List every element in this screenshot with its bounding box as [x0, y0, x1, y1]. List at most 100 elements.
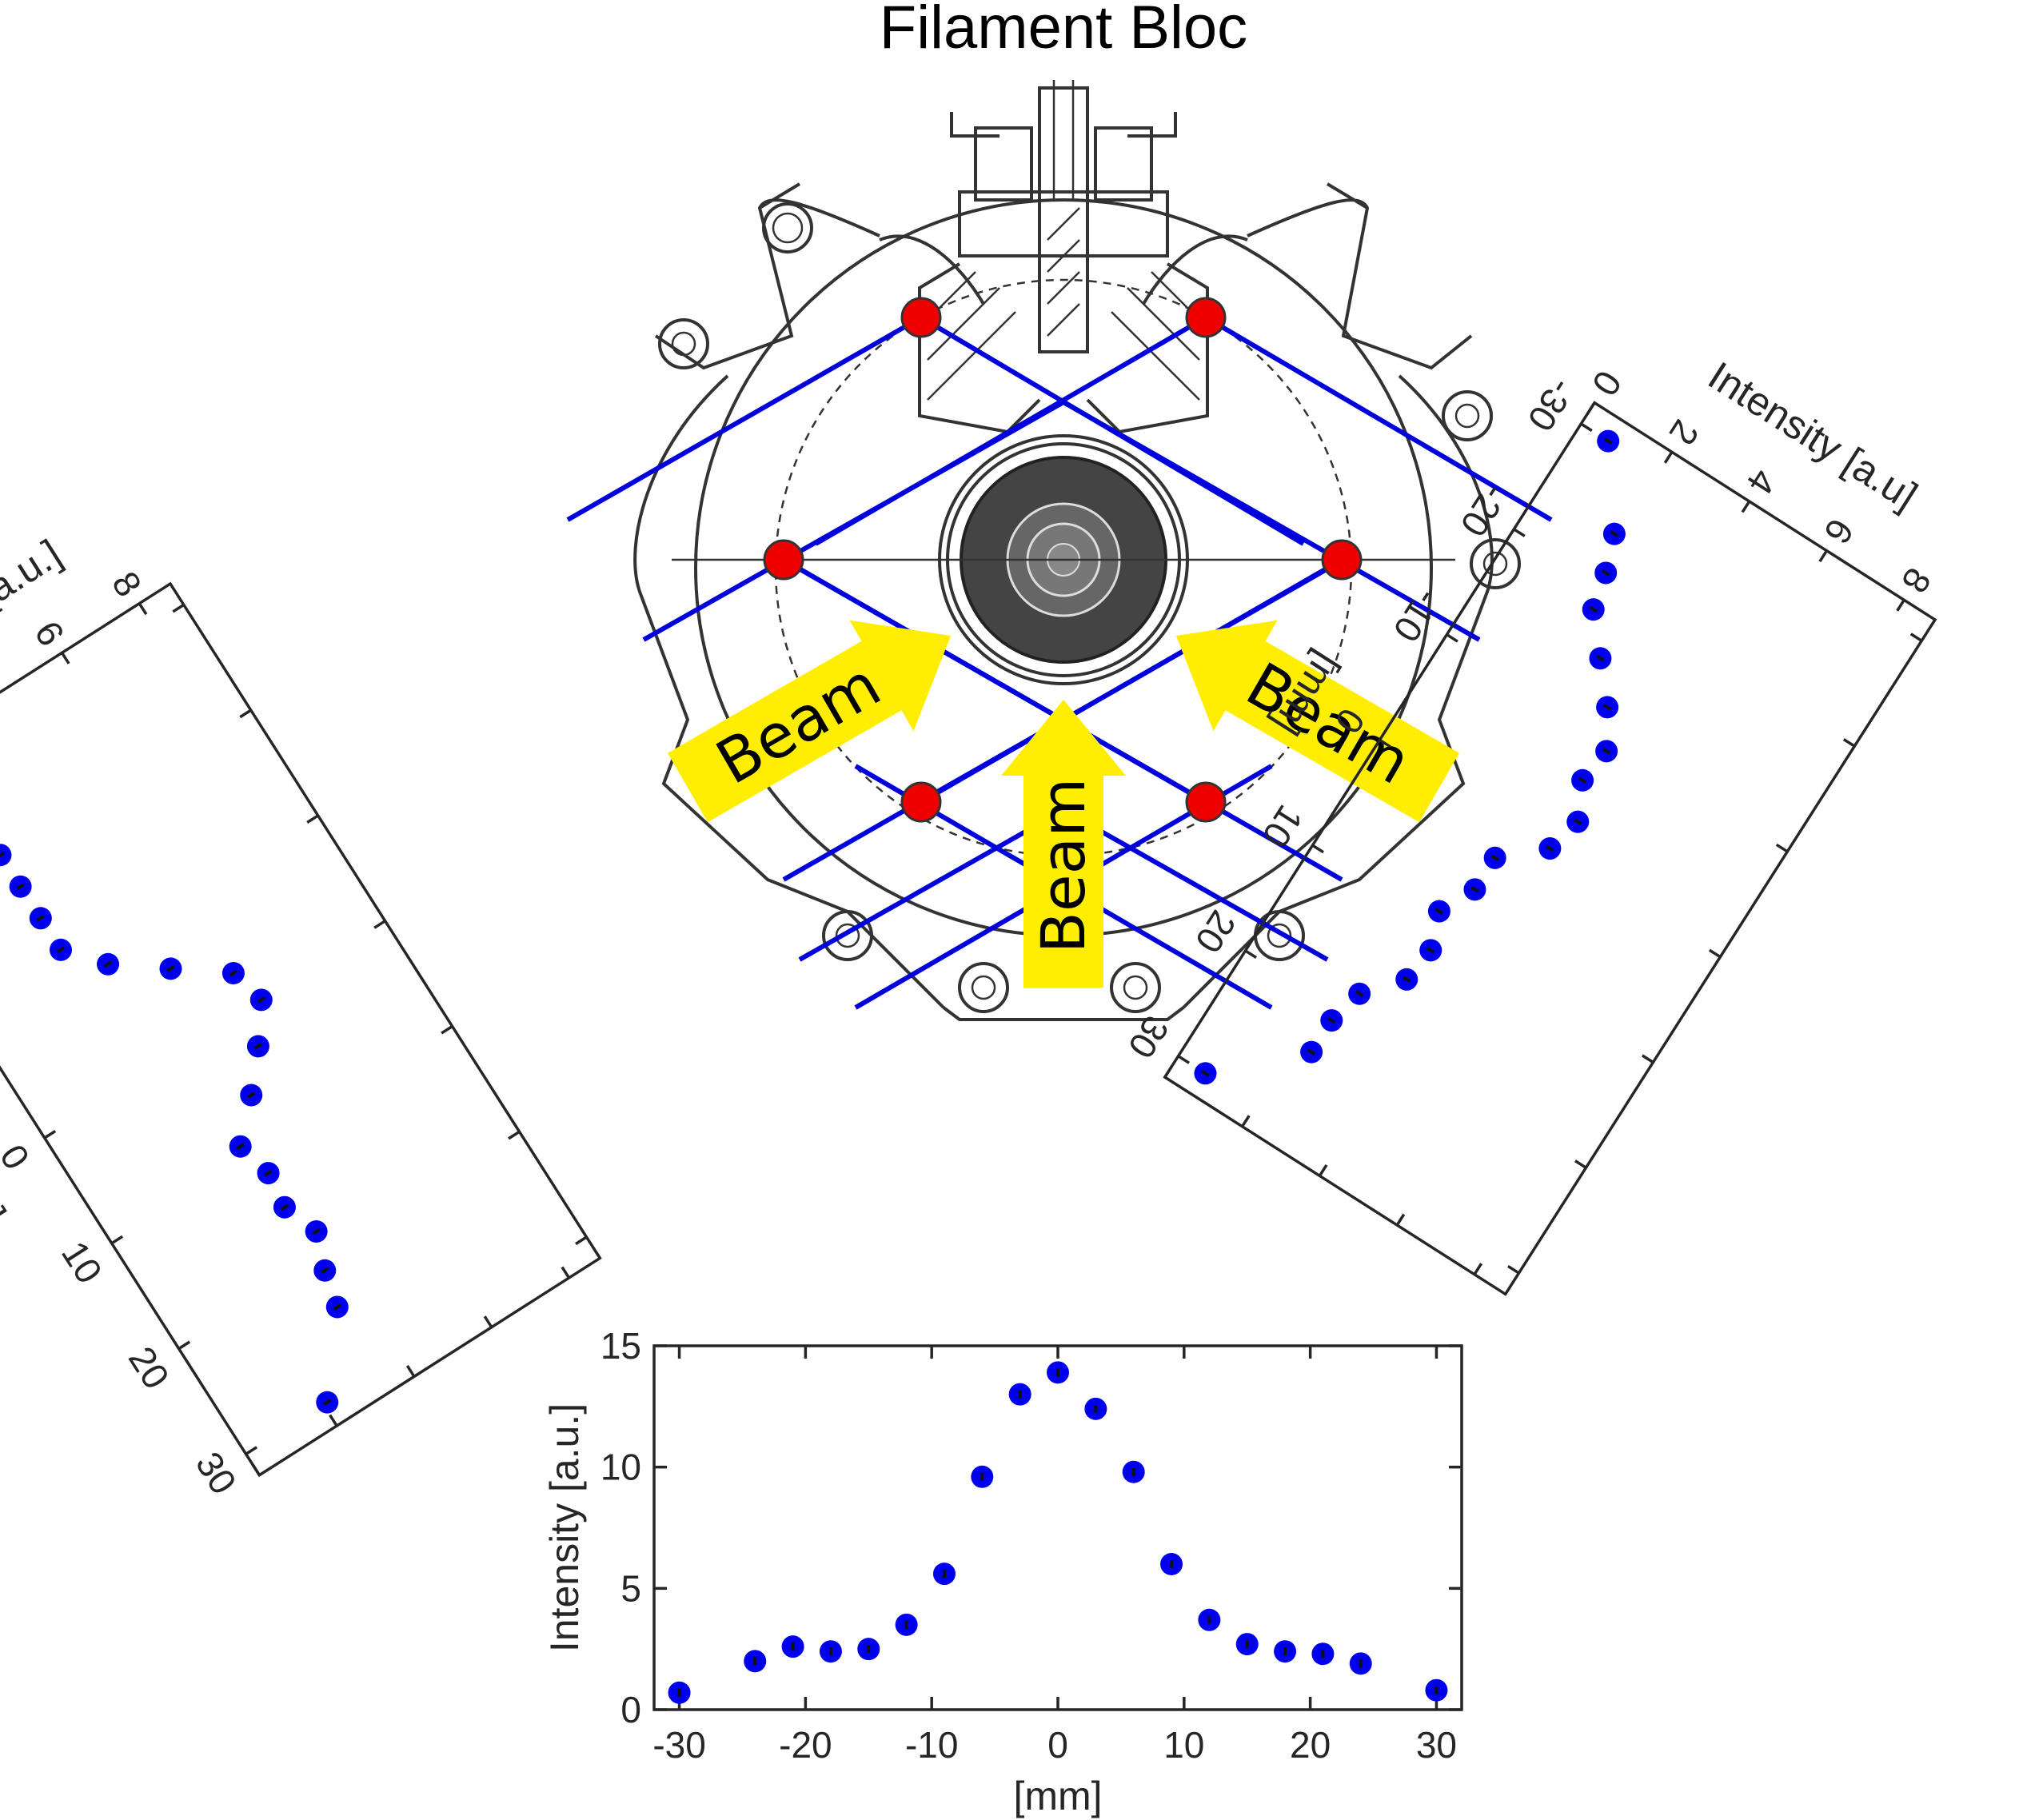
left-xtick-top	[441, 1024, 453, 1035]
bottom-ytick-label: 15	[601, 1325, 641, 1367]
left-error-bar	[236, 1143, 245, 1151]
right-xtick	[1177, 1055, 1191, 1064]
right-error-bar	[1578, 776, 1587, 784]
left-ytick-right	[329, 1414, 338, 1427]
left-ytick	[61, 652, 70, 665]
left-xtick-top	[508, 1130, 521, 1140]
right-xtick-top	[1507, 1264, 1520, 1275]
left-ytick	[138, 602, 148, 616]
left-ytick-right	[251, 1463, 261, 1476]
left-ytick-label: 8	[104, 565, 150, 605]
left-error-bar	[253, 1043, 263, 1050]
left-xtick	[245, 1446, 258, 1455]
connector-assembly	[879, 80, 1248, 434]
right-xtick	[1446, 633, 1458, 643]
right-ytick	[1663, 451, 1674, 464]
left-error-bar	[280, 1203, 289, 1211]
right-error-bar	[1589, 605, 1598, 613]
left-error-bar	[246, 1092, 256, 1099]
bottom-plot-frame	[652, 1344, 1463, 1711]
right-error-bar	[1601, 569, 1610, 577]
left-xtick-label: 30	[188, 1444, 245, 1501]
right-error-bar	[1490, 854, 1499, 862]
left-xtick-label: 0	[0, 1137, 38, 1177]
right-xtick-top	[1708, 948, 1722, 959]
housing-contour	[633, 182, 1494, 1021]
left-ytick-right	[483, 1315, 493, 1328]
left-xtick	[43, 1129, 57, 1139]
beam-arrow-bottom-shape	[1001, 700, 1126, 988]
bottom-xtick-label: 10	[1163, 1724, 1204, 1766]
right-ytick	[1818, 549, 1828, 563]
beam-arrow-right-shape	[1175, 620, 1459, 823]
right-error-bar	[1327, 1016, 1336, 1024]
left-error-bar	[56, 946, 66, 954]
filament-bottom-right	[1185, 781, 1227, 823]
left-error-bar	[229, 969, 238, 977]
right-xtick-label: -30	[1519, 371, 1583, 438]
bottom-ytick-label: 5	[620, 1567, 641, 1609]
left-xtick-top	[373, 920, 386, 929]
left-ytick-label: 6	[26, 613, 73, 653]
left-error-bar	[312, 1227, 321, 1235]
left-ytick-right	[561, 1266, 571, 1279]
left-xtick-label: 20	[121, 1339, 178, 1396]
right-ytick-right	[1318, 1163, 1328, 1177]
right-xtick-top	[1641, 1054, 1654, 1064]
right-ytick-label: 0	[1584, 364, 1630, 404]
right-xtick-top	[1775, 843, 1789, 853]
left-xtick-top	[306, 814, 319, 824]
mounting-bolts	[658, 202, 1521, 1013]
beam-arrow-left-shape	[668, 620, 952, 823]
filament-top-left	[900, 297, 942, 338]
left-error-bar	[264, 1169, 273, 1177]
bottom-xtick-label: 20	[1290, 1724, 1331, 1766]
bottom-xtick-label: -20	[779, 1724, 832, 1766]
beam-arrow-left-label: Beam	[704, 649, 892, 798]
right-error-bar	[1602, 704, 1612, 711]
left-error-bar	[16, 883, 25, 891]
bottom-ytick-label: 10	[601, 1447, 641, 1488]
right-xtick-top	[1842, 738, 1856, 748]
right-error-bar	[1434, 908, 1444, 915]
right-xtick	[1244, 949, 1257, 959]
right-ytick-right	[1473, 1263, 1483, 1275]
filament-mid-left	[763, 539, 804, 581]
right-error-bar	[1426, 946, 1435, 954]
beam-arrow-bottom-label: Beam	[1027, 778, 1099, 954]
left-error-bar	[0, 851, 5, 859]
right-error-bar	[1355, 990, 1364, 998]
left-ytick-right	[405, 1364, 416, 1378]
right-ytick-right	[1395, 1213, 1406, 1226]
left-error-bar	[320, 1267, 329, 1275]
right-xtick	[1311, 844, 1324, 854]
filament-bloc-drawing	[633, 80, 1521, 1021]
right-xtick	[1379, 738, 1391, 748]
filament-top-right	[1185, 297, 1227, 338]
left-xtick-label: 10	[54, 1234, 110, 1291]
right-xtick-top	[1909, 633, 1923, 642]
right-ytick-label: 8	[1893, 561, 1940, 601]
left-xtick	[110, 1235, 124, 1245]
left-xtick	[178, 1340, 191, 1351]
bottom-ylabel: Intensity [a.u.]	[542, 1403, 587, 1652]
left-error-bar	[322, 1399, 332, 1406]
beam-arrow-bottom: Beam	[1001, 700, 1126, 988]
right-ytick-label: 6	[1816, 512, 1862, 552]
right-ytick-right	[1241, 1115, 1251, 1128]
bottom-xtick-label: -10	[905, 1724, 958, 1766]
left-error-bar	[36, 914, 46, 922]
filaments	[763, 297, 1363, 823]
right-error-bar	[1546, 844, 1554, 852]
left-error-bar	[166, 965, 175, 972]
right-ytick-right	[1163, 1065, 1173, 1078]
right-ytick	[1741, 501, 1751, 513]
right-ytick-label: 4	[1738, 462, 1785, 502]
left-error-bar	[103, 960, 113, 968]
right-error-bar	[1573, 818, 1582, 826]
bottom-xtick-label: 30	[1416, 1724, 1457, 1766]
right-error-bar	[1596, 654, 1605, 662]
